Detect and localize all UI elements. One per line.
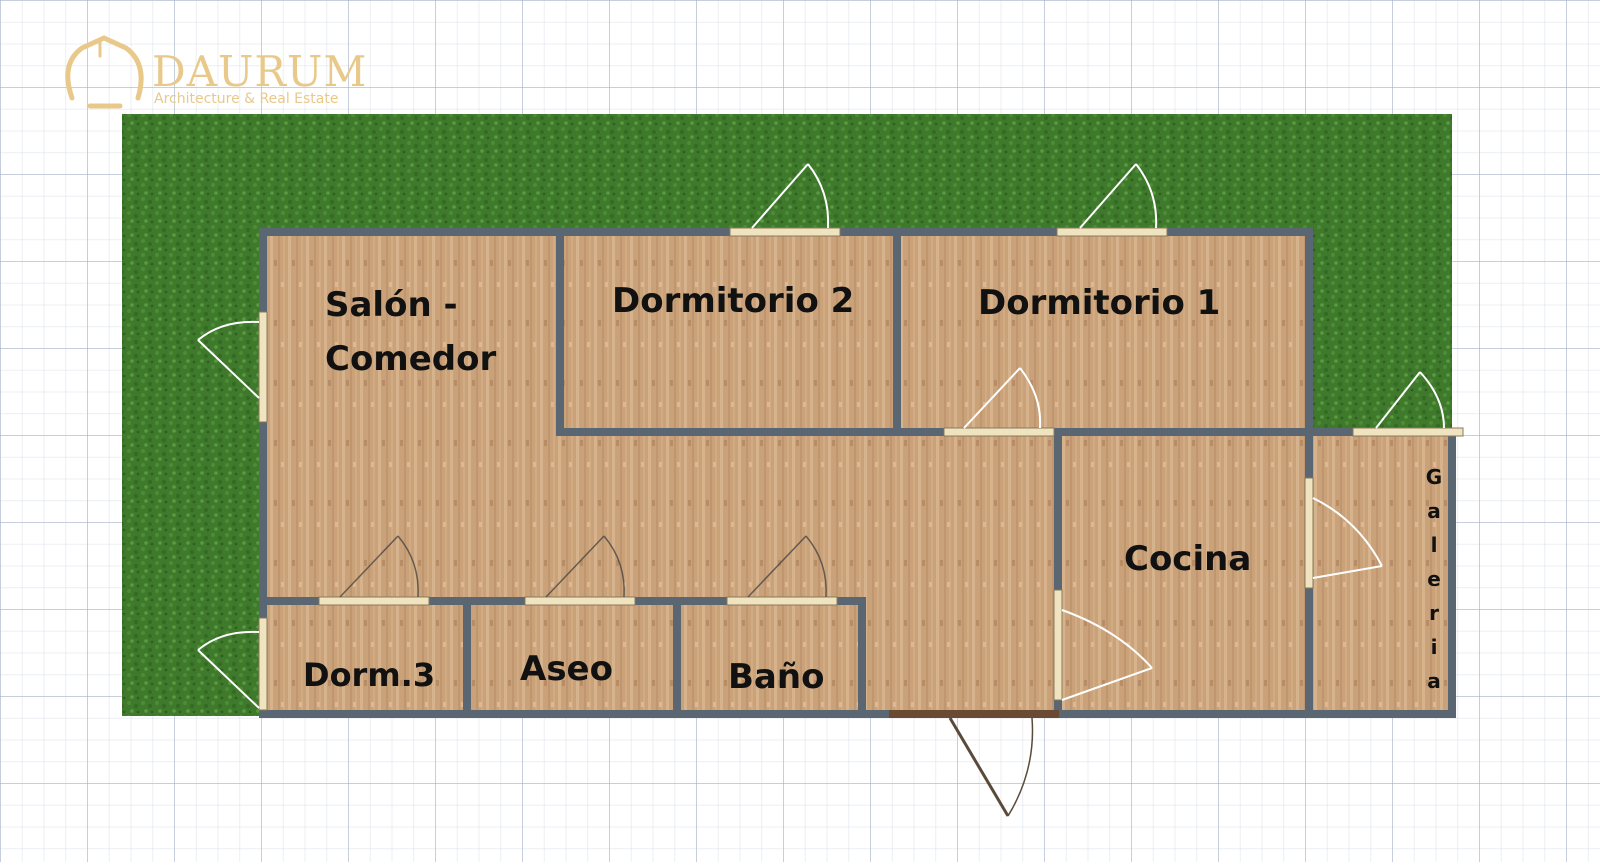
svg-text:r: r xyxy=(1429,601,1439,625)
room-label-cocina: Cocina xyxy=(1124,539,1251,579)
room-label-dormitorio-2: Dormitorio 2 xyxy=(612,281,854,321)
floors xyxy=(263,232,1452,714)
daurum-logo: DAURUM Architecture & Real Estate xyxy=(65,35,367,109)
entrance-door xyxy=(889,710,1059,718)
svg-text:a: a xyxy=(1427,499,1441,523)
svg-text:l: l xyxy=(1431,533,1438,557)
brand-name: DAURUM xyxy=(152,47,367,96)
room-label-dorm3: Dorm.3 xyxy=(303,656,435,694)
svg-text:i: i xyxy=(1431,635,1438,659)
door-swings-inner xyxy=(339,535,827,598)
room-label-salon-line1: Salón - xyxy=(325,285,458,325)
room-label-dormitorio-1: Dormitorio 1 xyxy=(978,283,1220,323)
svg-text:G: G xyxy=(1426,465,1442,489)
door-openings xyxy=(258,227,1464,711)
door-swings xyxy=(197,163,1445,709)
svg-text:a: a xyxy=(1427,669,1441,693)
svg-text:e: e xyxy=(1427,567,1441,591)
room-label-aseo: Aseo xyxy=(520,649,613,689)
room-label-salon-line2: Comedor xyxy=(325,339,496,379)
room-label-galeria: G a l e r i a xyxy=(1426,465,1442,693)
house-logo-icon xyxy=(65,35,144,109)
brand-tagline: Architecture & Real Estate xyxy=(154,91,338,107)
entrance-swing xyxy=(948,717,1034,817)
room-label-bano: Baño xyxy=(728,657,824,697)
